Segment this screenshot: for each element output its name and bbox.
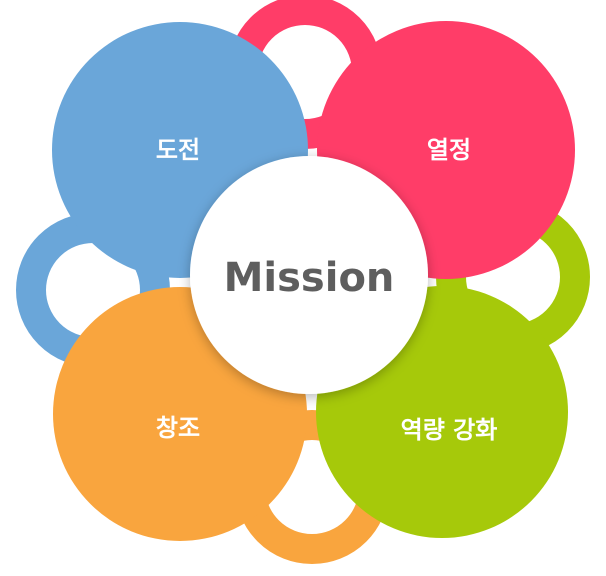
petal-passion-label: 열정 (427, 136, 471, 164)
petal-creativity-label: 창조 (156, 414, 200, 442)
center-node: Mission (190, 156, 428, 394)
center-label: Mission (224, 255, 395, 301)
center-circle (190, 156, 428, 394)
petal-competency-label: 역량 강화 (401, 416, 498, 444)
petal-challenge-label: 도전 (156, 136, 200, 164)
